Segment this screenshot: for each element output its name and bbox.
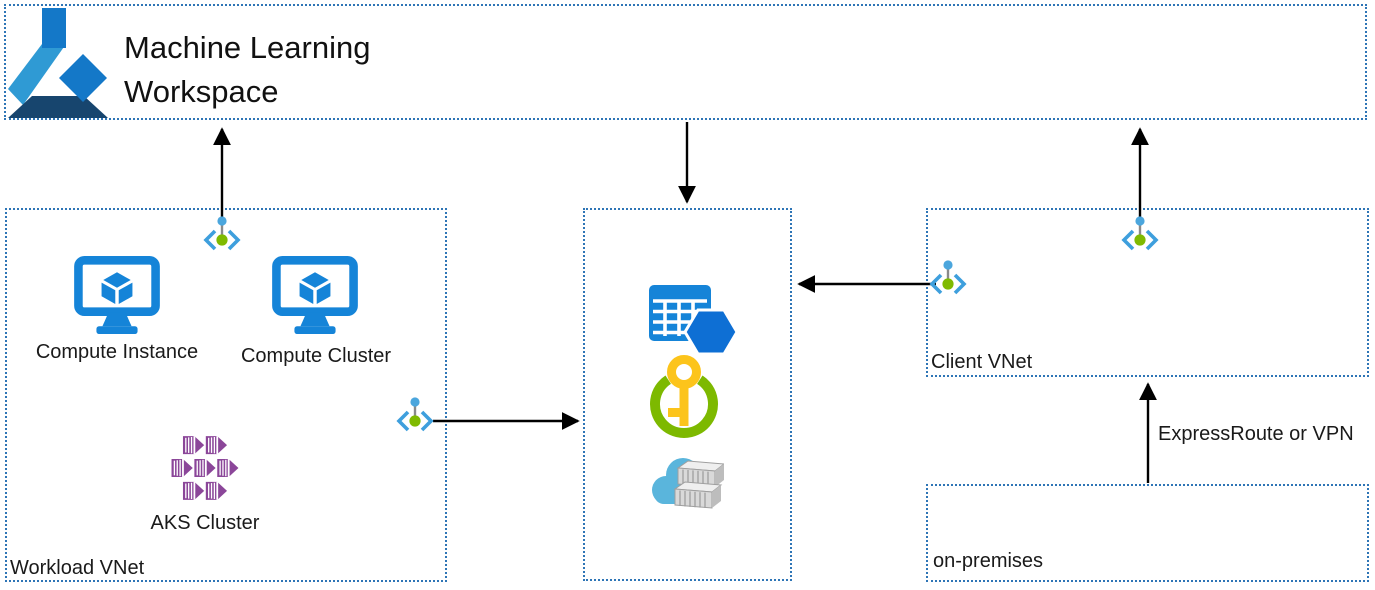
aks-cluster-icon: [170, 435, 240, 501]
storage-account-icon: [649, 285, 738, 356]
workload-vnet-label: Workload VNet: [10, 557, 145, 579]
compute-instance-icon: [74, 256, 160, 334]
private-endpoint-icon: [396, 397, 434, 432]
shared-services-box: [583, 208, 792, 581]
machine-learning-workspace-title: Machine Learning Workspace: [124, 30, 371, 110]
private-endpoint-icon: [203, 216, 241, 251]
client-vnet-box: [926, 208, 1369, 377]
client-vnet-label: Client VNet: [931, 351, 1033, 373]
key-vault-icon: [650, 355, 718, 439]
expressroute-vpn-label: ExpressRoute or VPN: [1158, 423, 1354, 445]
private-endpoint-icon: [929, 260, 967, 295]
on-premises-box: [926, 484, 1369, 582]
on-premises-label: on-premises: [933, 550, 1044, 572]
container-registry-icon: [652, 458, 724, 509]
machine-learning-workspace-icon: [8, 8, 108, 118]
compute-instance-label: Compute Instance: [35, 341, 199, 363]
aks-cluster-label: AKS Cluster: [150, 512, 260, 534]
compute-cluster-icon: [272, 256, 358, 334]
machine-learning-workspace-box: [4, 4, 1367, 120]
compute-cluster-label: Compute Cluster: [240, 345, 392, 367]
private-endpoint-icon: [1121, 216, 1159, 251]
workload-vnet-box: [5, 208, 447, 582]
